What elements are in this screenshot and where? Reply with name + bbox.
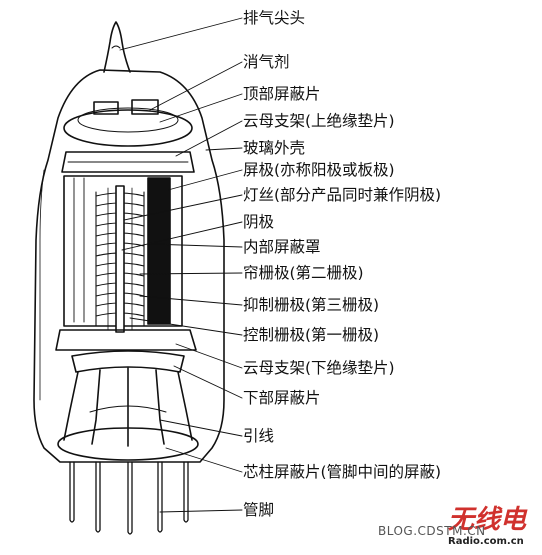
exhaust-tip bbox=[103, 21, 131, 73]
label-glass-envelope: 玻璃外壳 bbox=[243, 139, 306, 157]
label-getter: 消气剂 bbox=[243, 53, 290, 71]
label-top-shield: 顶部屏蔽片 bbox=[243, 85, 321, 103]
watermark-blog: BLOG.CDSTM.CN bbox=[378, 524, 486, 538]
watermark-logo-text: 无线电 bbox=[448, 505, 528, 534]
label-inner-shield: 内部屏蔽罩 bbox=[243, 238, 321, 256]
stem-shield bbox=[57, 427, 199, 461]
glass-envelope bbox=[33, 69, 225, 463]
label-upper-mica: 云母支架(上绝缘垫片) bbox=[243, 112, 395, 130]
label-lower-mica: 云母支架(下绝缘垫片) bbox=[243, 359, 395, 377]
label-lower-shield: 下部屏蔽片 bbox=[243, 389, 321, 407]
label-screen-grid: 帘栅极(第二栅极) bbox=[243, 264, 364, 282]
label-filament: 灯丝(部分产品同时兼作阴极) bbox=[243, 186, 442, 204]
lower-shield bbox=[71, 350, 185, 373]
watermark-logo: 无线电 bbox=[448, 505, 528, 534]
leader-lines bbox=[119, 17, 243, 513]
label-plate: 屏极(亦称阳极或板极) bbox=[243, 161, 395, 179]
pins bbox=[69, 461, 189, 535]
label-pins: 管脚 bbox=[243, 501, 275, 519]
lead-wires bbox=[63, 367, 193, 447]
top-shield bbox=[63, 109, 193, 147]
lower-mica bbox=[55, 329, 197, 351]
label-exhaust-tip: 排气尖头 bbox=[243, 9, 306, 27]
upper-mica bbox=[61, 151, 195, 173]
watermark-site: Radio.com.cn bbox=[448, 536, 524, 547]
label-stem-shield: 芯柱屏蔽片(管脚中间的屏蔽) bbox=[243, 463, 442, 481]
cathode bbox=[115, 185, 125, 333]
label-suppressor-grid: 抑制栅极(第三栅极) bbox=[243, 296, 380, 314]
label-control-grid: 控制栅极(第一栅极) bbox=[243, 326, 380, 344]
label-cathode: 阴极 bbox=[243, 213, 275, 231]
label-lead-wire: 引线 bbox=[243, 427, 275, 445]
